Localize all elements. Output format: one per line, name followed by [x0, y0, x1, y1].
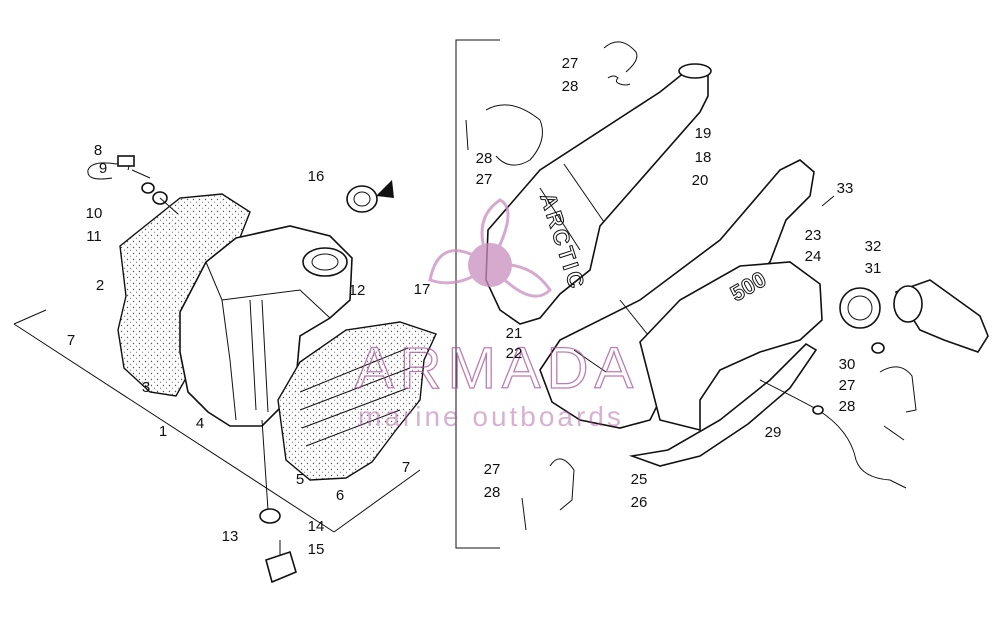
callout-c25: 25 [631, 471, 648, 488]
callout-c7b: 7 [402, 459, 410, 476]
callout-c27d: 27 [484, 461, 501, 478]
callout-c19: 19 [695, 125, 712, 142]
callout-c11: 11 [86, 228, 102, 245]
muffler-body [179, 225, 353, 427]
callout-c28a: 28 [562, 78, 579, 95]
callout-c17: 17 [414, 281, 431, 298]
callout-c15: 15 [308, 541, 325, 558]
callout-c1: 1 [159, 423, 167, 440]
gasket-16 [346, 185, 378, 213]
callout-c10: 10 [86, 205, 103, 222]
clamp-27c [879, 366, 917, 413]
callout-c28c: 28 [839, 398, 856, 415]
callout-c14: 14 [308, 518, 325, 535]
callout-c9: 9 [99, 160, 107, 177]
watermark-title: ARMADA [355, 336, 639, 401]
bracket-15 [265, 550, 297, 584]
spring-28b [465, 119, 469, 151]
callout-c33: 33 [837, 180, 854, 197]
callout-c31: 31 [865, 260, 882, 277]
callout-c5: 5 [296, 471, 304, 488]
watermark: ARMADA marine outboards [354, 198, 639, 432]
callout-c2: 2 [96, 277, 104, 294]
muffler-assembly [13, 155, 437, 584]
seal-ring-31 [839, 287, 881, 329]
watermark-subtitle: marine outboards [358, 401, 624, 432]
callout-c18: 18 [695, 149, 712, 166]
callout-c6: 6 [336, 487, 344, 504]
callout-c23: 23 [805, 227, 822, 244]
callout-c26: 26 [631, 494, 648, 511]
heat-shield-25 [628, 342, 818, 467]
spring-28d [521, 497, 527, 531]
clamp-27d [549, 458, 575, 511]
callout-c27c: 27 [839, 377, 856, 394]
callout-c13: 13 [222, 528, 239, 545]
callout-c27a: 27 [562, 55, 579, 72]
callout-c3: 3 [142, 379, 150, 396]
callout-c16: 16 [308, 168, 325, 185]
spring-28a [607, 75, 631, 86]
callout-c7a: 7 [67, 332, 75, 349]
callout-c28b: 28 [476, 150, 493, 167]
callout-c12: 12 [349, 282, 366, 299]
pipe-assembly: ARCTIC 500 [455, 39, 989, 549]
callout-c8: 8 [94, 142, 102, 159]
callout-c28d: 28 [484, 484, 501, 501]
drain-plug-13 [259, 508, 281, 524]
spring-28c [883, 425, 905, 441]
callout-labels: 1234567789101112131415161718192021222324… [67, 55, 882, 558]
clamp-27a [603, 41, 638, 73]
expansion-chamber-18 [539, 159, 815, 429]
clamp-27b [485, 104, 543, 166]
front-heat-shield [277, 321, 437, 481]
silencer-19 [485, 67, 709, 325]
callout-c27b: 27 [476, 171, 493, 188]
callout-c24: 24 [805, 248, 822, 265]
callout-c29: 29 [765, 424, 782, 441]
head-pipe-24 [639, 261, 823, 432]
spring-33 [821, 195, 835, 207]
clip-30 [871, 342, 885, 354]
callout-c4: 4 [196, 415, 204, 432]
callout-c22: 22 [506, 345, 523, 362]
callout-c32: 32 [865, 238, 882, 255]
callout-c20: 20 [692, 172, 709, 189]
callout-c21: 21 [506, 325, 523, 342]
temp-sensor-29 [759, 379, 907, 489]
callout-c30: 30 [839, 356, 856, 373]
